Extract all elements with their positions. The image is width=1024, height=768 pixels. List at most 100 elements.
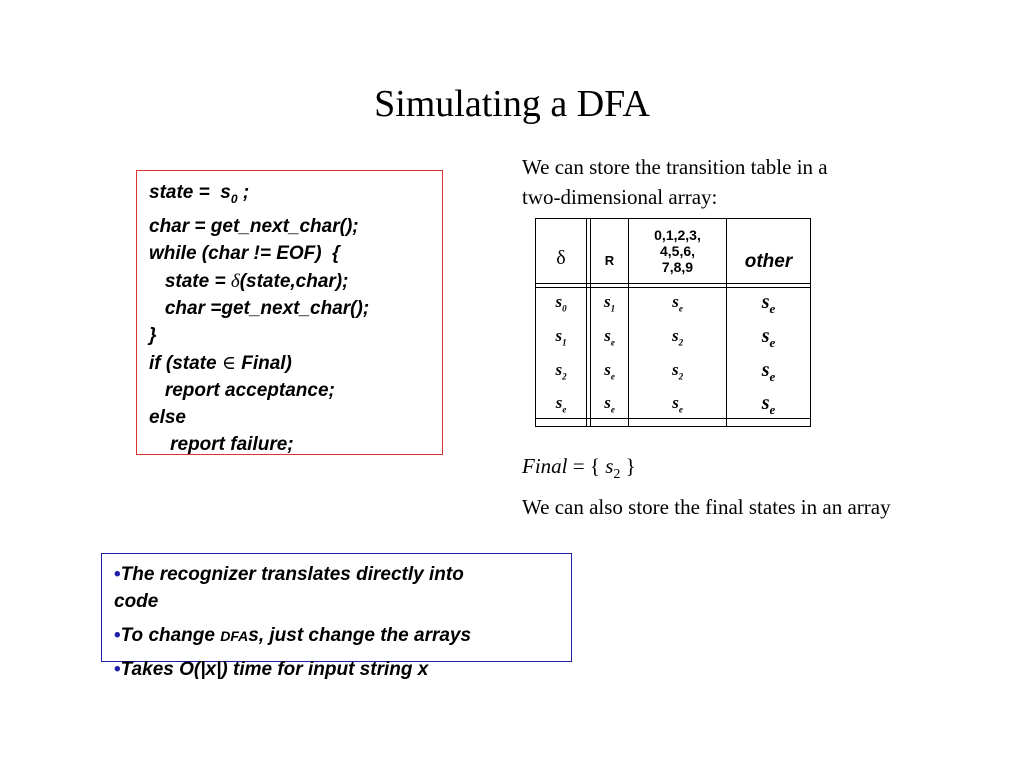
cell-text: s bbox=[604, 326, 611, 345]
bullet-text: To change bbox=[120, 625, 221, 646]
bullet-item-2: •To change DFAs, just change the arrays bbox=[114, 622, 554, 650]
code-text: if (state bbox=[149, 352, 222, 374]
header-other: other bbox=[744, 251, 793, 272]
table-cell-other: se bbox=[727, 291, 810, 317]
element-of-symbol: ∈ bbox=[221, 352, 236, 374]
cell-subscript: 2 bbox=[678, 371, 684, 382]
final-state-subscript: 2 bbox=[613, 467, 621, 483]
bullet-text: s, just change the arrays bbox=[248, 625, 472, 646]
bullet-text: code bbox=[114, 591, 159, 612]
code-text: Final) bbox=[235, 352, 292, 374]
table-cell-other: se bbox=[727, 392, 810, 418]
code-line-8: report acceptance; bbox=[149, 379, 335, 401]
code-text: (state,char); bbox=[239, 270, 349, 292]
bullet-text: The recognizer translates directly into bbox=[120, 564, 464, 585]
table-cell-other: se bbox=[727, 359, 810, 385]
cell-text: s bbox=[672, 393, 679, 412]
table-cell-r: se bbox=[591, 393, 628, 414]
table-cell-digits: se bbox=[629, 393, 726, 414]
bullet-text: Takes O(|x|) time for input string x bbox=[120, 659, 429, 680]
cell-text: s bbox=[555, 292, 563, 311]
table-cell-state: se bbox=[536, 393, 586, 414]
final-set-line: Final = { s2 } bbox=[522, 450, 891, 491]
table-cell-state: s1 bbox=[536, 326, 586, 347]
description-line-1: We can store the transition table in a bbox=[522, 155, 828, 179]
cell-text: s bbox=[555, 326, 563, 345]
bullet-marker: • bbox=[114, 564, 121, 585]
code-text: ; bbox=[237, 182, 250, 203]
table-divider bbox=[726, 219, 727, 426]
cell-subscript: e bbox=[610, 371, 615, 382]
table-cell-r: se bbox=[591, 360, 628, 381]
code-text: state = s bbox=[149, 182, 231, 203]
slide-title: Simulating a DFA bbox=[374, 83, 650, 125]
code-line-2: char = get_next_char(); bbox=[149, 216, 359, 238]
cell-subscript: 2 bbox=[562, 371, 567, 382]
cell-text: s bbox=[671, 326, 679, 345]
table-cell-digits: se bbox=[629, 292, 726, 313]
code-line-5: char =get_next_char(); bbox=[149, 297, 370, 319]
header-digits-line: 0,1,2,3, bbox=[654, 227, 701, 243]
cell-subscript: 1 bbox=[610, 303, 616, 314]
summary-box bbox=[101, 553, 572, 662]
bullet-item-3: •Takes O(|x|) time for input string x bbox=[114, 656, 554, 683]
cell-text: s bbox=[671, 360, 679, 379]
transition-table: δ R 0,1,2,3, 4,5,6, 7,8,9 other s0 s1 se… bbox=[535, 218, 811, 427]
table-divider bbox=[590, 219, 591, 426]
table-cell-other: se bbox=[727, 325, 810, 351]
code-line-7: if (state ∈ Final) bbox=[149, 350, 442, 377]
delta-symbol: δ bbox=[230, 270, 240, 292]
cell-subscript: e bbox=[769, 335, 776, 350]
table-divider bbox=[536, 283, 810, 284]
cell-subscript: e bbox=[678, 303, 683, 314]
code-line-1: state = s0 ; bbox=[149, 179, 442, 213]
code-text: state = bbox=[149, 270, 231, 292]
bullet-text-small: DFA bbox=[220, 628, 249, 644]
cell-text: s bbox=[555, 393, 563, 412]
table-description: We can store the transition table in a t… bbox=[522, 152, 828, 212]
cell-subscript: e bbox=[678, 404, 683, 415]
table-cell-r: se bbox=[591, 326, 628, 347]
cell-subscript: e bbox=[769, 369, 776, 384]
cell-subscript: e bbox=[769, 301, 776, 316]
final-label: Final bbox=[522, 454, 568, 478]
cell-subscript: 2 bbox=[678, 337, 684, 348]
cell-subscript: e bbox=[610, 404, 615, 415]
cell-text: s bbox=[761, 359, 770, 381]
table-divider bbox=[586, 219, 587, 426]
final-close: } bbox=[620, 454, 636, 478]
final-equals: = { bbox=[567, 454, 606, 478]
table-cell-digits: s2 bbox=[629, 326, 726, 347]
table-cell-state: s0 bbox=[536, 292, 586, 313]
table-divider bbox=[628, 219, 629, 426]
header-digits-line: 7,8,9 bbox=[661, 259, 694, 275]
cell-text: s bbox=[761, 325, 770, 347]
cell-text: s bbox=[555, 360, 563, 379]
cell-text: s bbox=[604, 393, 611, 412]
header-delta: δ bbox=[556, 247, 566, 269]
bullet-item-1: •The recognizer translates directly into… bbox=[114, 561, 554, 615]
cell-subscript: e bbox=[769, 402, 776, 417]
header-digits-line: 4,5,6, bbox=[659, 243, 696, 259]
cell-text: s bbox=[761, 392, 770, 414]
table-divider bbox=[536, 418, 810, 419]
code-subscript: 0 bbox=[230, 191, 238, 206]
code-line-3: while (char != EOF) { bbox=[149, 243, 340, 265]
cell-subscript: e bbox=[610, 337, 615, 348]
table-cell-r: s1 bbox=[591, 292, 628, 313]
final-state: s bbox=[605, 454, 614, 478]
table-cell-digits: s2 bbox=[629, 360, 726, 381]
bullet-marker: • bbox=[114, 659, 121, 680]
final-states: Final = { s2 } We can also store the fin… bbox=[522, 450, 891, 523]
header-digits: 0,1,2,3, 4,5,6, 7,8,9 bbox=[629, 227, 726, 275]
cell-subscript: e bbox=[562, 404, 567, 415]
code-line-10: report failure; bbox=[149, 434, 294, 456]
table-divider bbox=[536, 287, 810, 288]
code-line-9: else bbox=[149, 407, 186, 429]
header-r: R bbox=[604, 253, 615, 268]
bullet-marker: • bbox=[114, 625, 121, 646]
cell-subscript: 0 bbox=[562, 303, 567, 314]
pseudocode-box: state = s0 ; char = get_next_char(); whi… bbox=[136, 170, 443, 455]
table-cell-state: s2 bbox=[536, 360, 586, 381]
cell-text: s bbox=[761, 291, 770, 313]
